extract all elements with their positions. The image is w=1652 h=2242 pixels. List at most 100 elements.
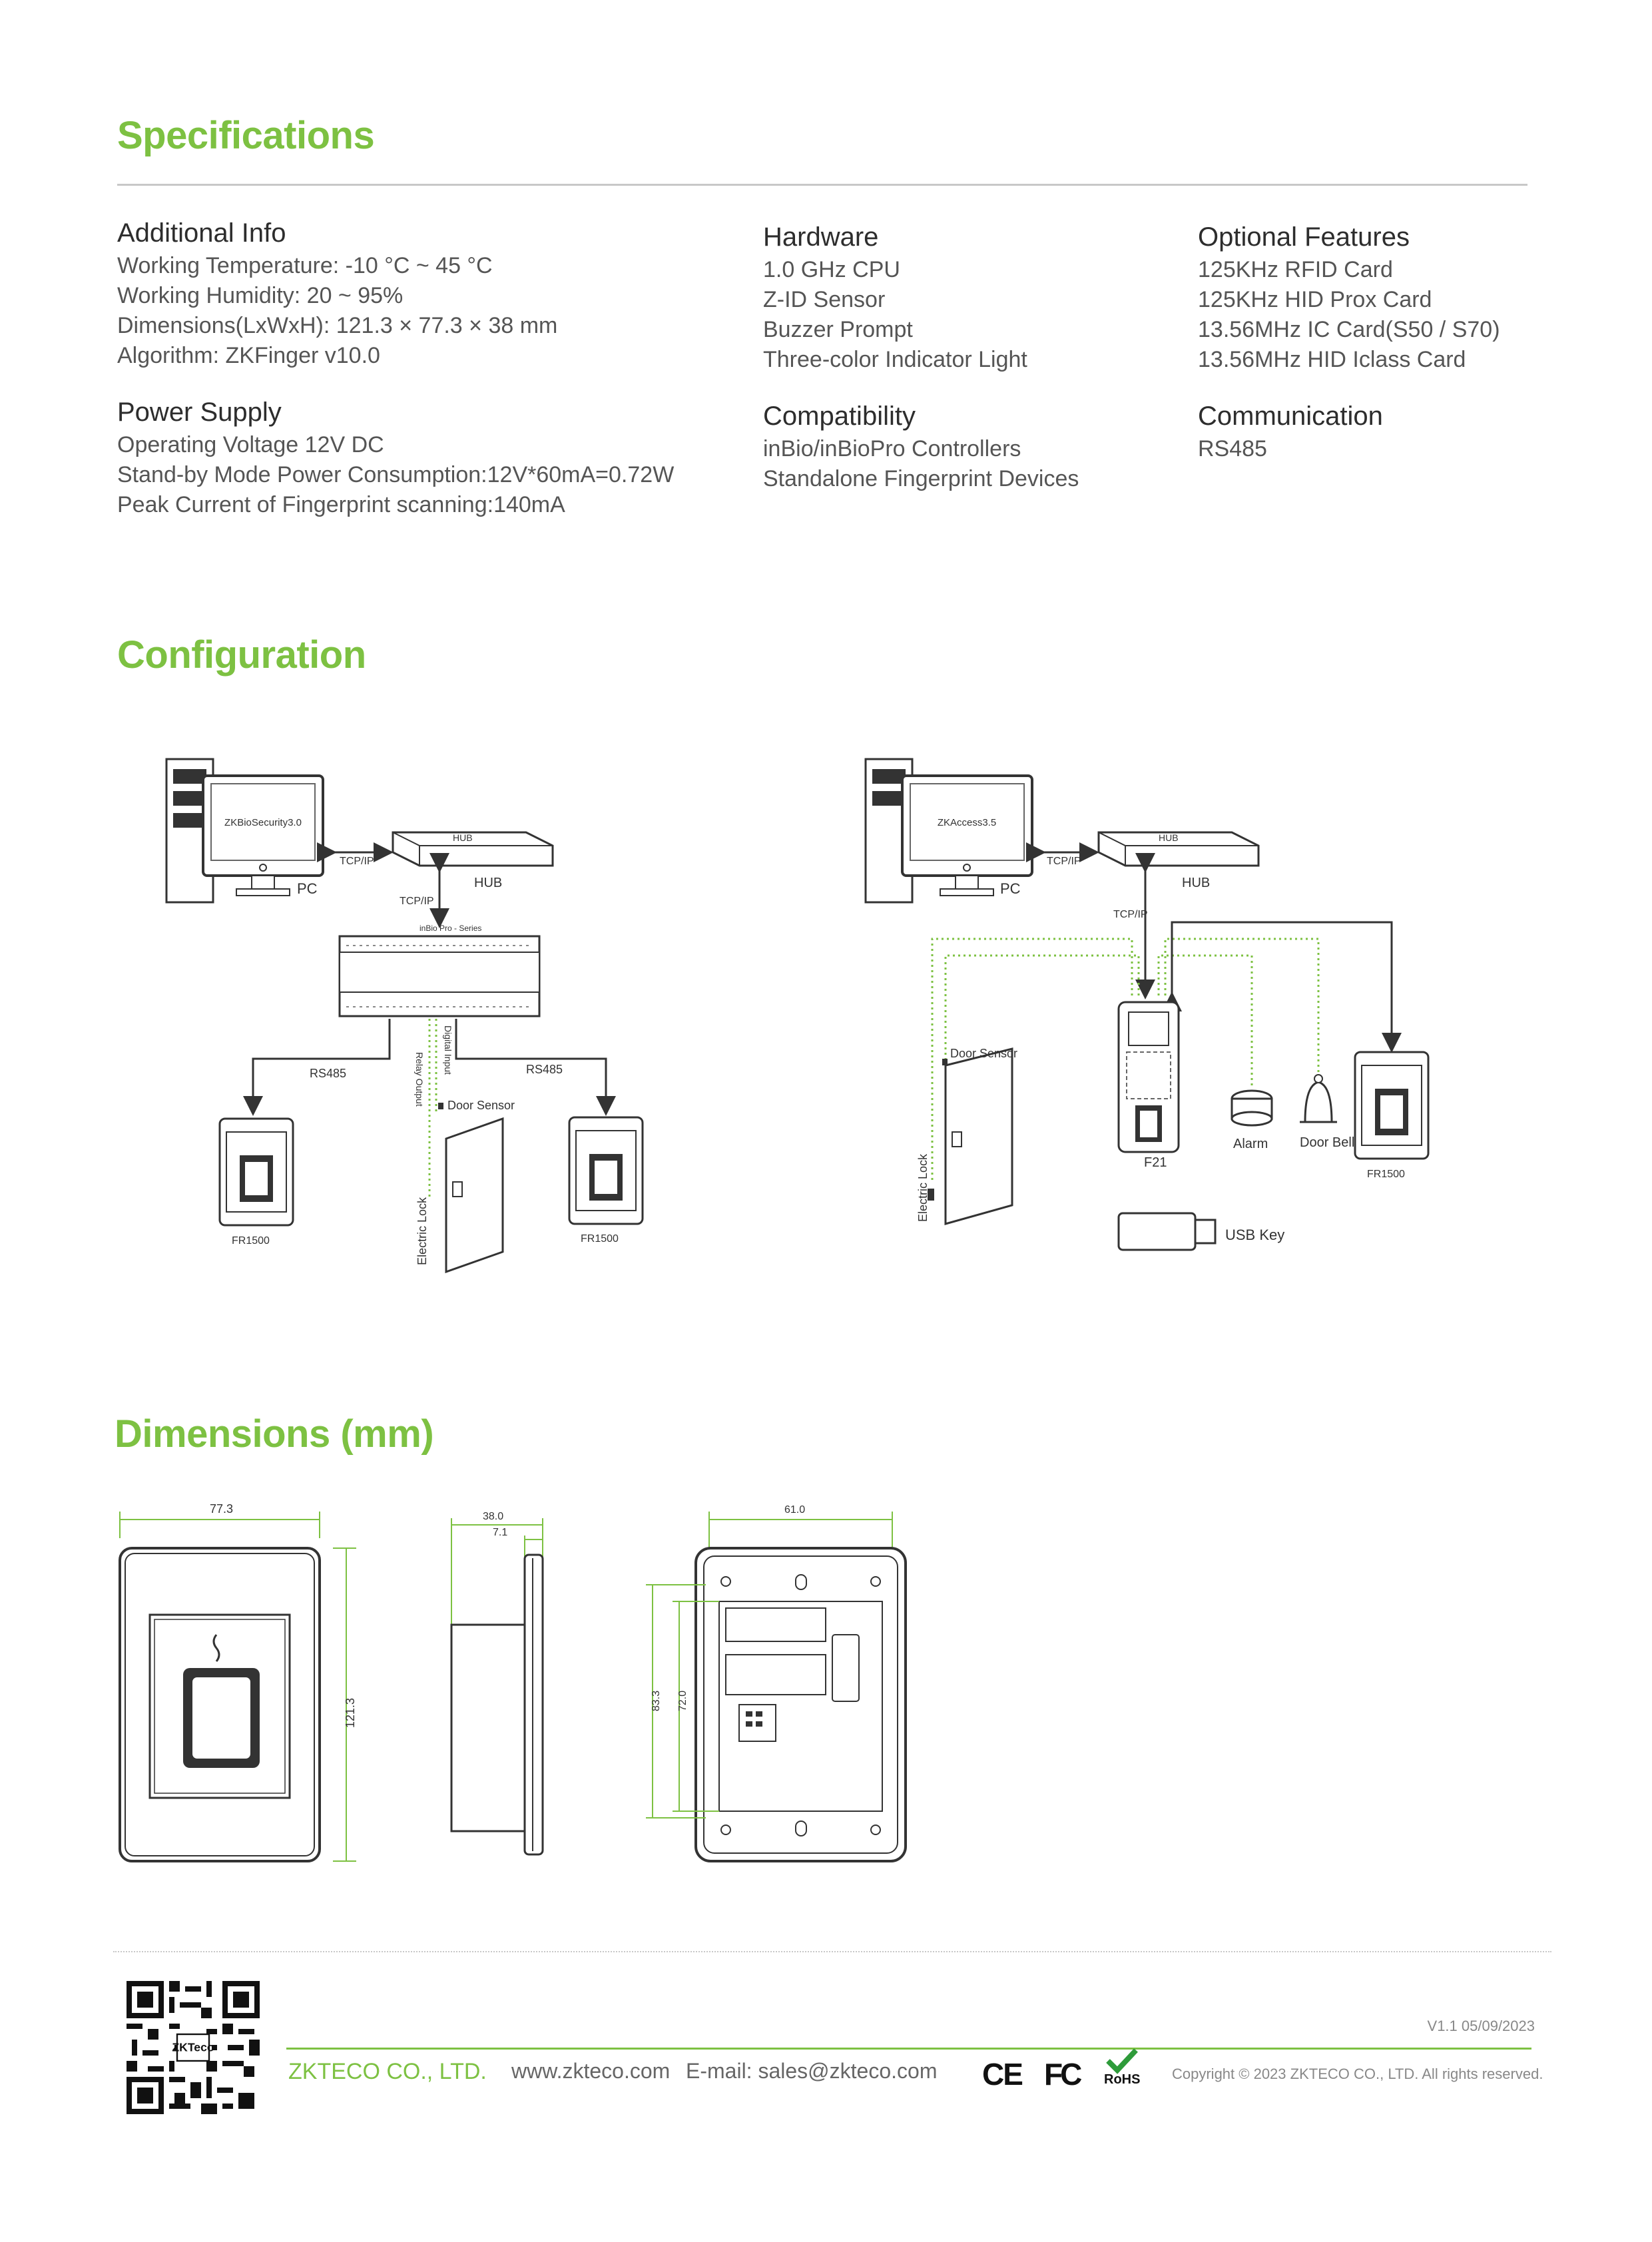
electric-lock-label: Electric Lock xyxy=(916,1153,930,1222)
fr-right-label: FR1500 xyxy=(581,1233,619,1245)
electric-lock-label: Electric Lock xyxy=(415,1197,429,1265)
rohs-label: RoHS xyxy=(1104,2072,1141,2087)
controller-label: inBio Pro - Series xyxy=(419,924,481,933)
ce-mark-icon: CE xyxy=(982,2057,1023,2092)
back-h2-label: 72.0 xyxy=(677,1691,688,1711)
hub-box-label: HUB xyxy=(1159,832,1179,843)
fingerprint-reader-icon xyxy=(218,1117,294,1227)
door-bell-label: Door Bell xyxy=(1300,1135,1354,1150)
spec-line: Peak Current of Fingerprint scanning:140… xyxy=(117,492,565,517)
hub-icon xyxy=(1097,831,1260,867)
spec-line: Three-color Indicator Light xyxy=(763,347,1027,372)
door-sensor-label: Door Sensor xyxy=(447,1099,515,1112)
configuration-heading: Configuration xyxy=(117,633,366,677)
hub-icon xyxy=(392,831,554,867)
spec-compatibility: Compatibility inBio/inBioPro Controllers… xyxy=(763,402,1079,494)
spec-line: Algorithm: ZKFinger v10.0 xyxy=(117,343,380,368)
spec-line: 13.56MHz HID Iclass Card xyxy=(1198,347,1466,372)
digital-input-label: Digital Input xyxy=(443,1025,453,1075)
qr-code-icon: ZKTeco xyxy=(127,1981,260,2114)
spec-title: Optional Features xyxy=(1198,222,1410,252)
tcpip-label-2: TCP/IP xyxy=(1113,909,1148,920)
spec-line: inBio/inBioPro Controllers xyxy=(763,436,1021,461)
spec-optional-features: Optional Features 125KHz RFID Card 125KH… xyxy=(1198,222,1500,375)
spec-line: Stand-by Mode Power Consumption:12V*60mA… xyxy=(117,462,675,487)
fc-mark-icon: FC xyxy=(1044,2057,1082,2092)
side-view xyxy=(450,1518,544,1856)
door-sensor-label: Door Sensor xyxy=(950,1047,1017,1060)
version-label: V1.1 05/09/2023 xyxy=(1427,2018,1535,2034)
website-link[interactable]: www.zkteco.com xyxy=(511,2059,671,2083)
spec-additional-info: Additional Info Working Temperature: -10… xyxy=(117,218,674,371)
monitor-icon xyxy=(901,774,1033,896)
alarm-icon xyxy=(1231,1089,1273,1127)
fr-label: FR1500 xyxy=(1367,1169,1405,1180)
dimension-drawings: 77.3 121.3 38.0 7.1 xyxy=(119,1502,907,1862)
front-width-label: 77.3 xyxy=(210,1502,233,1516)
back-width-label: 61.0 xyxy=(784,1504,805,1516)
spec-line: 1.0 GHz CPU xyxy=(763,257,900,282)
spec-hardware: Hardware 1.0 GHz CPU Z-ID Sensor Buzzer … xyxy=(763,222,1079,375)
spec-line: Operating Voltage 12V DC xyxy=(117,432,384,457)
company-name: ZKTECO CO., LTD. xyxy=(288,2059,487,2084)
screen-label: ZKBioSecurity3.0 xyxy=(224,817,302,828)
device-label: F21 xyxy=(1144,1155,1167,1170)
spec-line: Dimensions(LxWxH): 121.3 × 77.3 × 38 mm xyxy=(117,313,558,338)
spec-line: RS485 xyxy=(1198,436,1267,461)
config-diagram-right: ZKAccess3.5 PC TCP/IP HUB HUB TCP/IP Doo… xyxy=(864,758,1430,1251)
side-front-label: 7.1 xyxy=(493,1527,507,1538)
footer-divider xyxy=(113,1951,1551,1952)
f21-device-icon xyxy=(1117,1001,1180,1153)
pc-label: PC xyxy=(297,880,318,897)
controller-icon xyxy=(338,935,541,1017)
door-bell-icon xyxy=(1300,1074,1337,1123)
spec-column-2: Hardware 1.0 GHz CPU Z-ID Sensor Buzzer … xyxy=(763,222,1079,521)
fr-left-label: FR1500 xyxy=(232,1235,270,1247)
spec-line: Buzzer Prompt xyxy=(763,317,913,342)
spec-title: Additional Info xyxy=(117,218,286,248)
front-view xyxy=(119,1512,356,1862)
rs485-left-label: RS485 xyxy=(310,1067,346,1080)
screen-label: ZKAccess3.5 xyxy=(938,817,996,828)
divider xyxy=(117,184,1527,186)
config-diagram-left: ZKBioSecurity3.0 PC TCP/IP HUB HUB TCP/I… xyxy=(165,758,644,1274)
copyright-text: Copyright © 2023 ZKTECO CO., LTD. All ri… xyxy=(1172,2066,1543,2082)
hub-label: HUB xyxy=(474,876,502,890)
door-icon xyxy=(928,1047,1013,1225)
footer-accent-line xyxy=(286,2048,1531,2050)
spec-communication: Communication RS485 xyxy=(1198,402,1500,464)
side-depth-label: 38.0 xyxy=(483,1511,503,1522)
spec-line: 13.56MHz IC Card(S50 / S70) xyxy=(1198,317,1500,342)
spec-title: Power Supply xyxy=(117,398,282,427)
qr-logo-text: ZKTeco xyxy=(172,2041,214,2054)
relay-output-label: Relay Output xyxy=(414,1052,425,1107)
usb-label: USB Key xyxy=(1225,1227,1284,1243)
back-h1-label: 83.3 xyxy=(651,1691,662,1711)
alarm-label: Alarm xyxy=(1233,1137,1268,1151)
spec-column-1: Additional Info Working Temperature: -10… xyxy=(117,218,674,547)
spec-column-3: Optional Features 125KHz RFID Card 125KH… xyxy=(1198,222,1500,491)
tcpip-label: TCP/IP xyxy=(1047,856,1081,867)
spec-line: Z-ID Sensor xyxy=(763,287,886,312)
email-link[interactable]: E-mail: sales@zkteco.com xyxy=(686,2059,938,2083)
rs485-right-label: RS485 xyxy=(526,1063,563,1076)
spec-line: 125KHz RFID Card xyxy=(1198,257,1393,282)
back-view xyxy=(646,1512,907,1862)
spec-power-supply: Power Supply Operating Voltage 12V DC St… xyxy=(117,398,674,520)
front-height-label: 121.3 xyxy=(344,1698,357,1728)
door-icon xyxy=(438,1103,504,1274)
spec-line: Working Humidity: 20 ~ 95% xyxy=(117,283,404,308)
fingerprint-reader-icon xyxy=(1354,1051,1430,1160)
tcpip-label-2: TCP/IP xyxy=(400,896,434,907)
tcpip-label: TCP/IP xyxy=(340,856,374,867)
rohs-check-icon xyxy=(1105,2048,1139,2074)
monitor-icon xyxy=(202,774,324,896)
spec-title: Communication xyxy=(1198,402,1383,431)
pc-label: PC xyxy=(1000,880,1021,897)
spec-title: Compatibility xyxy=(763,402,916,431)
spec-line: Standalone Fingerprint Devices xyxy=(763,466,1079,491)
spec-line: Working Temperature: -10 °C ~ 45 °C xyxy=(117,253,493,278)
spec-line: 125KHz HID Prox Card xyxy=(1198,287,1432,312)
hub-label: HUB xyxy=(1182,876,1210,890)
specifications-heading: Specifications xyxy=(117,114,375,157)
